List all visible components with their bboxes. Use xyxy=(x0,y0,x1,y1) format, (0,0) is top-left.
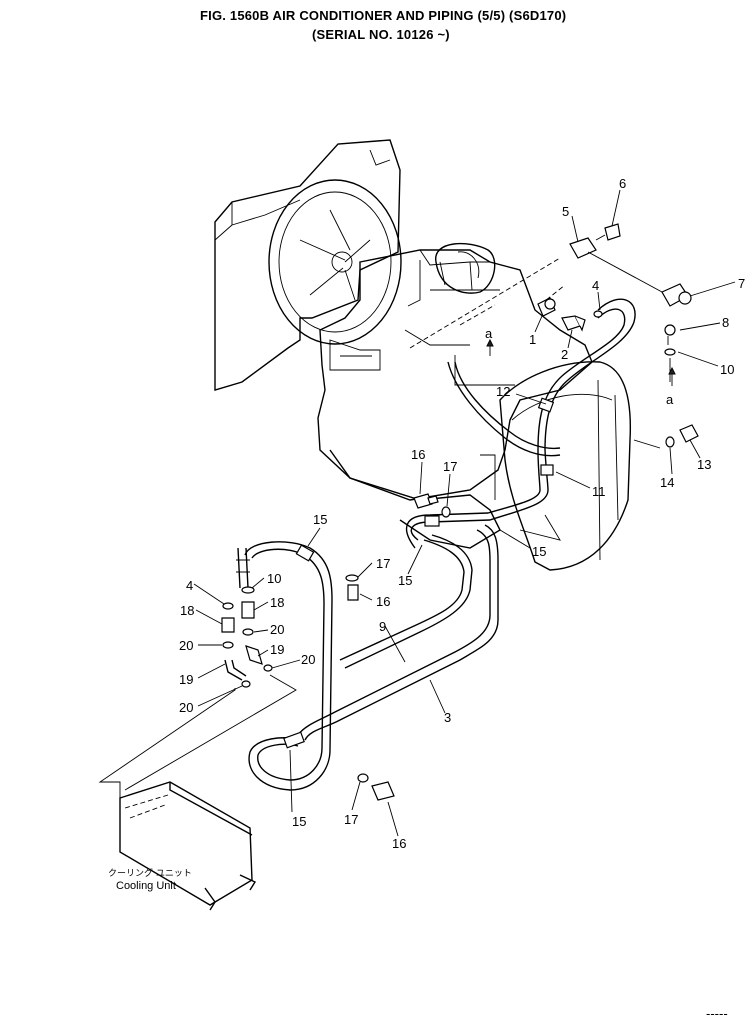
callout-14: 14 xyxy=(660,475,674,490)
elbow-19-right xyxy=(245,645,263,665)
callout-3: 3 xyxy=(444,710,451,725)
callout-7: 7 xyxy=(738,276,745,291)
callout-10-right: 10 xyxy=(720,362,734,377)
callout-10-left: 10 xyxy=(267,571,281,586)
callout-4-left: 4 xyxy=(186,578,193,593)
ref-mark-a-upper: a xyxy=(485,326,493,341)
cooling-unit: クーリング ユニット Cooling Unit xyxy=(108,781,257,911)
fitting-8 xyxy=(664,324,676,336)
callout-4-upper: 4 xyxy=(592,278,599,293)
callout-18-right: 18 xyxy=(270,595,284,610)
corner-code: ----- xyxy=(706,1006,728,1020)
serial-number-subtitle: (SERIAL NO. 10126 ~) xyxy=(312,27,450,42)
callout-19-right: 19 xyxy=(270,642,284,657)
callout-15-middle: 15 xyxy=(398,573,412,588)
cooling-unit-label-en: Cooling Unit xyxy=(116,880,176,892)
reference-marks: a a xyxy=(485,326,676,407)
callout-11: 11 xyxy=(592,484,606,499)
washer-10-right xyxy=(664,348,676,356)
washer-4-upper xyxy=(593,310,603,318)
fittings xyxy=(221,223,699,801)
washer-4-left xyxy=(222,602,234,610)
washer-17-upper xyxy=(441,506,451,518)
callout-numbers: 5 6 7 8 10 4 1 2 12 11 13 14 16 17 15 15… xyxy=(179,176,745,1020)
fitting-18-left xyxy=(221,617,235,633)
washer-20-bottom xyxy=(241,680,251,688)
callout-13: 13 xyxy=(697,457,711,472)
callout-16-upper: 16 xyxy=(411,447,425,462)
callout-1: 1 xyxy=(529,332,536,347)
refrigerant-pipes xyxy=(98,298,636,798)
callout-9: 9 xyxy=(379,619,386,634)
bolt-16-lower xyxy=(371,781,395,801)
cooling-unit-label-jp: クーリング ユニット xyxy=(108,867,192,879)
washer-10-left xyxy=(241,586,255,594)
callout-15-bottom: 15 xyxy=(292,814,306,829)
fitting-14 xyxy=(665,436,675,448)
callout-18-left: 18 xyxy=(180,603,194,618)
callout-6: 6 xyxy=(619,176,626,191)
callout-17-upper: 17 xyxy=(443,459,457,474)
callout-12: 12 xyxy=(496,384,510,399)
fitting-18-right xyxy=(241,601,255,619)
fitting-5 xyxy=(569,237,597,259)
callout-5: 5 xyxy=(562,204,569,219)
callout-20-bottom: 20 xyxy=(179,700,193,715)
fitting-6 xyxy=(604,223,621,241)
washer-17-middle xyxy=(345,574,359,582)
callout-20-upper-right: 20 xyxy=(270,622,284,637)
callout-8: 8 xyxy=(722,315,729,330)
callout-17-middle: 17 xyxy=(376,556,390,571)
callout-15-right: 15 xyxy=(532,544,546,559)
callout-16-lower: 16 xyxy=(392,836,406,851)
callout-2: 2 xyxy=(561,347,568,362)
callout-19-left: 19 xyxy=(179,672,193,687)
washer-20-left xyxy=(222,641,234,649)
callout-16-middle: 16 xyxy=(376,594,390,609)
fitting-13 xyxy=(679,424,699,443)
bolt-16-middle xyxy=(347,584,359,601)
washer-20-right xyxy=(263,664,273,672)
leader-lines xyxy=(193,189,736,837)
engine-assembly xyxy=(214,139,632,571)
figure-title: FIG. 1560B AIR CONDITIONER AND PIPING (5… xyxy=(200,8,567,23)
callout-15-top: 15 xyxy=(313,512,327,527)
washer-17-lower xyxy=(357,773,369,783)
washer-20-upper-right xyxy=(242,628,254,636)
callout-20-right: 20 xyxy=(301,652,315,667)
callout-17-lower: 17 xyxy=(344,812,358,827)
ref-mark-a-lower: a xyxy=(666,392,674,407)
callout-20-left: 20 xyxy=(179,638,193,653)
